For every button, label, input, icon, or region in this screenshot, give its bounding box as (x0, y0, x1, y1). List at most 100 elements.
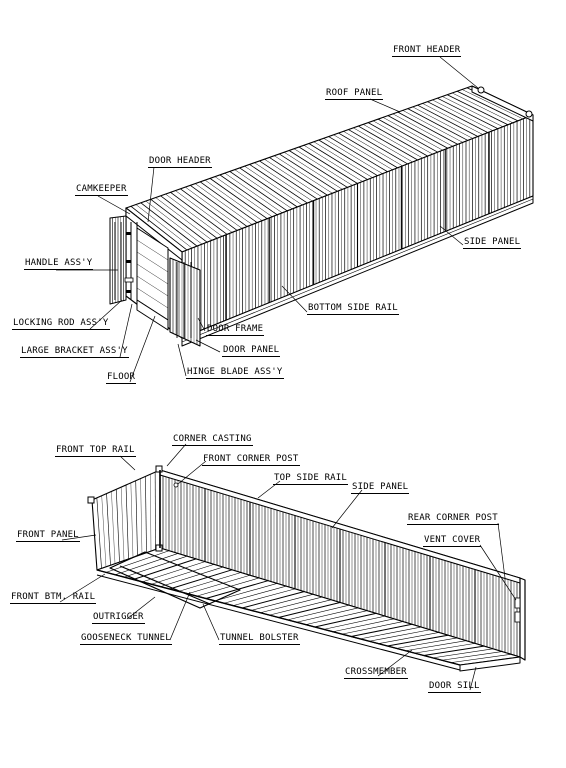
leader-line (177, 343, 187, 377)
label-front-btm-rail: FRONT BTM. RAIL (10, 592, 97, 604)
leader-line (119, 303, 133, 358)
front-header (471, 85, 534, 122)
top-container-illustration (109, 85, 534, 347)
leader-line (281, 285, 308, 313)
label-side-panel-bottom: SIDE PANEL (351, 482, 410, 494)
label-roof-panel: ROOF PANEL (325, 88, 384, 100)
label-vent-cover: VENT COVER (423, 535, 482, 547)
vent-cover (514, 611, 521, 623)
label-front-corner-post: FRONT CORNER POST (202, 454, 300, 466)
crossmember (205, 580, 269, 599)
label-door-panel: DOOR PANEL (222, 345, 281, 357)
label-floor: FLOOR (106, 372, 137, 384)
camkeeper (126, 260, 131, 263)
leader-line (166, 443, 187, 467)
label-top-side-rail: TOP SIDE RAIL (273, 473, 349, 485)
interior-line (136, 251, 169, 273)
corner-casting (155, 544, 163, 552)
leader-line (126, 596, 156, 620)
label-gooseneck-tunnel: GOOSENECK TUNNEL (80, 633, 172, 645)
gooseneck-tunnel (109, 551, 241, 609)
leader-line (89, 299, 123, 330)
label-outrigger: OUTRIGGER (92, 612, 145, 624)
bottom-rail-lower (96, 574, 461, 671)
crossmember (187, 574, 251, 595)
leader-line (257, 480, 281, 499)
crossmember (405, 640, 467, 652)
bottom-rail (96, 569, 461, 666)
interior-line (136, 239, 169, 261)
bottom-container-illustration (87, 465, 526, 672)
door-sill (459, 656, 521, 672)
crossmember (323, 615, 386, 630)
front-corner-post-bolt (173, 482, 179, 488)
front-corner-casting (477, 86, 485, 94)
rear-corner-post (519, 577, 526, 661)
leader-line (195, 339, 221, 353)
crossmember (142, 561, 206, 583)
tunnel-bolster (119, 565, 211, 605)
leader-line (439, 56, 479, 89)
crossmember (387, 634, 449, 647)
label-corner-casting: CORNER CASTING (172, 434, 253, 446)
interior-line (136, 263, 169, 285)
leader-line (61, 534, 97, 541)
leader-line (369, 98, 401, 113)
crossmember (196, 577, 260, 597)
leader-line (469, 666, 477, 691)
crossmember (432, 648, 494, 659)
leader-line (129, 315, 156, 383)
crossmember (105, 550, 170, 573)
label-side-panel-top: SIDE PANEL (463, 237, 522, 249)
crossmembers (105, 550, 512, 663)
label-locking-rod-assy: LOCKING ROD ASS'Y (12, 318, 110, 330)
front-corner-casting (525, 110, 533, 118)
label-front-panel: FRONT PANEL (16, 530, 80, 542)
leader-line (377, 649, 413, 677)
crossmember (341, 621, 404, 635)
leader-line (479, 544, 517, 601)
leader-line (197, 317, 206, 332)
leader-line (331, 489, 363, 529)
corner-casting (155, 465, 163, 473)
crossmember (251, 594, 314, 611)
camkeeper (126, 232, 131, 235)
label-rear-corner-post: REAR CORNER POST (407, 513, 499, 525)
crossmember (414, 643, 476, 654)
bottom-side-rail (181, 195, 534, 347)
crossmember (396, 637, 458, 649)
crossmember (296, 607, 359, 623)
label-tunnel-bolster: TUNNEL BOLSTER (219, 633, 300, 645)
crossmember (305, 610, 368, 625)
label-door-frame: DOOR FRAME (206, 324, 265, 336)
crossmember (378, 632, 440, 644)
crossmember (223, 585, 287, 604)
label-handle-assy: HANDLE ASS'Y (24, 258, 94, 270)
leader-line (169, 591, 191, 641)
crossmember (369, 629, 431, 642)
crossmember (423, 645, 485, 656)
interior-line (136, 275, 169, 297)
crossmember (242, 591, 305, 609)
camkeeper (126, 290, 131, 293)
crossmember (450, 653, 512, 663)
handle-assy (124, 277, 134, 283)
label-crossmember: CROSSMEMBER (344, 667, 408, 679)
leader-line (177, 460, 207, 485)
leader-line (119, 455, 136, 471)
crossmember (124, 555, 188, 578)
crossmember (360, 626, 422, 640)
leader-line (202, 603, 220, 641)
leader-line (97, 195, 131, 215)
label-front-top-rail: FRONT TOP RAIL (55, 445, 136, 457)
side-panel-corrugation (162, 470, 518, 657)
leader-lines (56, 56, 517, 691)
door-header (125, 207, 183, 261)
label-door-sill: DOOR SILL (428, 681, 481, 693)
label-door-header: DOOR HEADER (148, 156, 212, 168)
crossmember (441, 651, 503, 661)
label-front-header: FRONT HEADER (392, 45, 462, 57)
crossmember (151, 564, 215, 585)
